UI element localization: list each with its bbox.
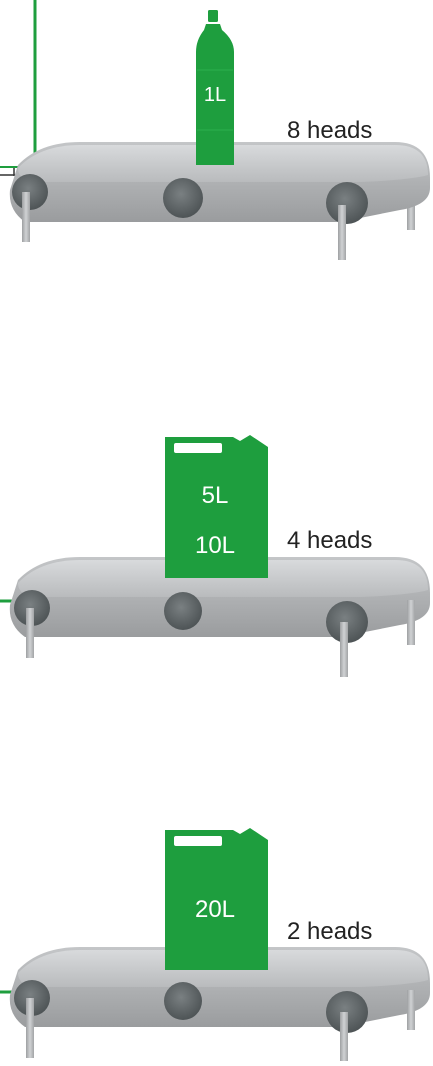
heads-label: 4 heads bbox=[287, 527, 372, 555]
roller bbox=[164, 982, 202, 1020]
leg bbox=[340, 622, 348, 677]
roller bbox=[326, 182, 368, 224]
pipe-1 bbox=[0, 0, 35, 176]
jerrycan-icon: 5L 10L bbox=[165, 435, 268, 578]
volume-label: 10L bbox=[195, 532, 235, 559]
leg bbox=[340, 1012, 348, 1061]
volume-label: 20L bbox=[195, 896, 235, 923]
roller bbox=[163, 178, 203, 218]
bottle-icon: 1L bbox=[196, 10, 234, 165]
volume-label: 1L bbox=[204, 84, 226, 106]
leg bbox=[407, 990, 415, 1030]
heads-label: 2 heads bbox=[287, 918, 372, 946]
leg bbox=[26, 998, 34, 1058]
heads-label: 8 heads bbox=[287, 117, 372, 145]
leg bbox=[407, 600, 415, 645]
jerrycan-icon: 20L bbox=[165, 828, 268, 970]
leg bbox=[26, 608, 34, 658]
volume-label: 5L bbox=[202, 482, 229, 509]
roller bbox=[164, 592, 202, 630]
